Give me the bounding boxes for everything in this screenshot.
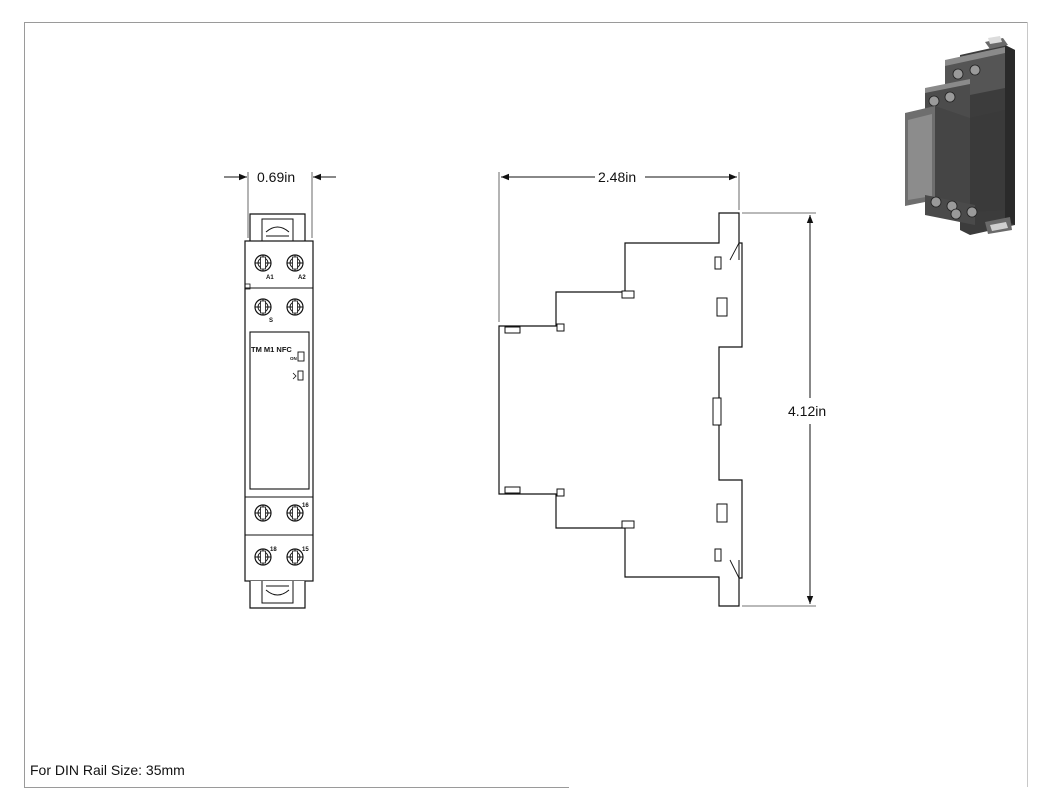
terminal-screw-icon	[286, 504, 304, 522]
device-label: TM M1 NFC	[251, 345, 292, 354]
on-indicator-label: ON	[290, 356, 297, 361]
side-profile	[498, 212, 743, 607]
terminal-screw-icon	[254, 298, 272, 316]
terminal-screw-icon	[254, 504, 272, 522]
terminal-screw-icon	[286, 254, 304, 272]
terminal-label-s: S	[269, 318, 273, 324]
terminal-screw-icon	[254, 254, 272, 272]
terminal-screw-icon	[286, 548, 304, 566]
terminal-label-18: 18	[270, 547, 277, 553]
width-dimension-label: 0.69in	[257, 169, 295, 185]
side-view: 2.48in 4.12in	[498, 169, 826, 607]
depth-dimension-label: 2.48in	[598, 169, 636, 185]
terminal-label-16: 16	[302, 503, 309, 509]
terminal-screw-icon	[286, 298, 304, 316]
terminal-screw-icon	[254, 548, 272, 566]
frame-border-left	[24, 22, 25, 787]
bottom-din-clip	[249, 581, 306, 609]
terminal-label-a1: A1	[266, 275, 274, 281]
frame-border-right	[1027, 22, 1028, 787]
front-view: A1 A2 S 16 18 15 TM M1 NFC ON 0.69in	[224, 169, 336, 609]
on-led-icon	[297, 351, 305, 362]
terminal-label-a2: A2	[298, 275, 306, 281]
din-rail-note: For DIN Rail Size: 35mm	[30, 762, 185, 778]
height-dimension-label: 4.12in	[788, 403, 826, 419]
relay-led-icon	[297, 370, 304, 381]
terminal-label-15: 15	[302, 547, 309, 553]
isometric-preview-image	[905, 36, 1015, 235]
frame-border-bottom	[24, 787, 569, 788]
top-din-clip	[249, 213, 306, 241]
frame-border-top	[24, 22, 1028, 23]
